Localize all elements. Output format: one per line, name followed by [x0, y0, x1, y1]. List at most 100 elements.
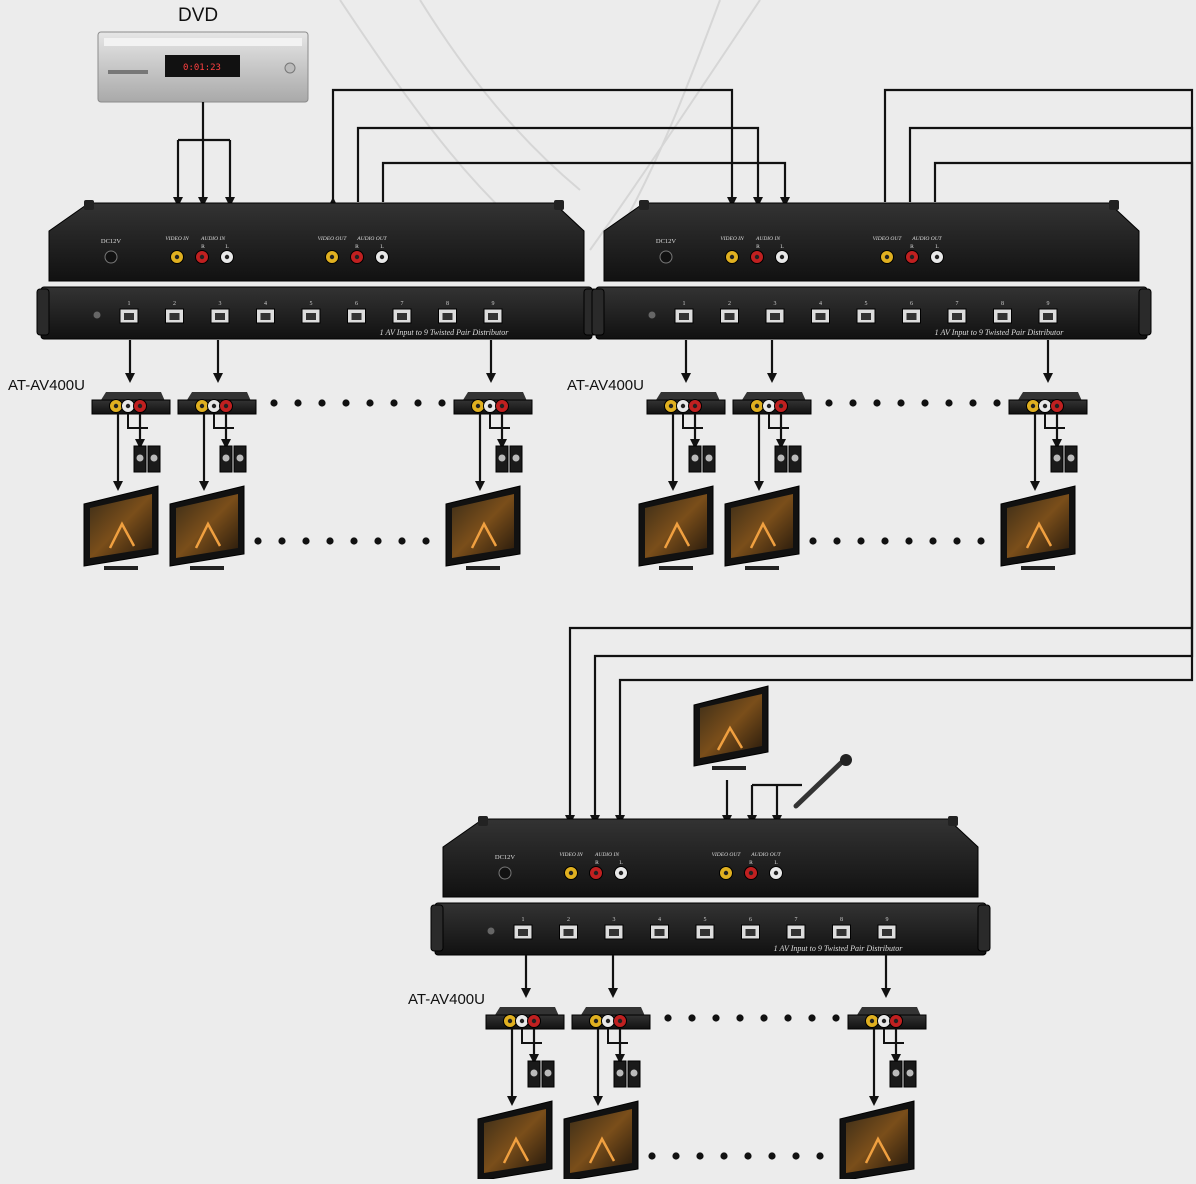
ellipsis-dot: [945, 399, 953, 407]
ellipsis-dot: [760, 1014, 768, 1022]
ellipsis-dot: [294, 399, 302, 407]
ellipsis-dot: [374, 537, 382, 545]
tv-logo: [588, 1136, 616, 1164]
ellipsis-dot: [270, 399, 278, 407]
port-number-label: 1: [683, 301, 686, 307]
power-label: DC12V: [495, 854, 516, 861]
audio-out-label: AUDIO OUT: [911, 236, 942, 242]
ellipsis-dot: [808, 1014, 816, 1022]
ellipsis-dot: [929, 537, 937, 545]
power-jack: [659, 250, 673, 264]
tv-logo: [864, 1136, 892, 1164]
port-number-label: 9: [1047, 301, 1050, 307]
tv-logo: [749, 521, 777, 549]
ellipsis-dot: [278, 537, 286, 545]
ellipsis-dot: [784, 1014, 792, 1022]
ellipsis-dot: [664, 1014, 672, 1022]
tv-logo: [194, 521, 222, 549]
ellipsis-dot: [744, 1152, 752, 1160]
receiver-group-3: [477, 955, 927, 1184]
l-label: L: [780, 244, 784, 250]
tv-stand: [466, 566, 500, 570]
video-in-label: VIDEO IN: [165, 236, 189, 242]
ellipsis-dot: [720, 1152, 728, 1160]
ellipsis-dot: [696, 1152, 704, 1160]
r-out-label: R: [749, 860, 753, 866]
ellipsis-dot: [414, 399, 422, 407]
port-number-label: 6: [910, 301, 913, 307]
microphone-head: [840, 754, 852, 766]
port-number-label: 2: [173, 301, 176, 307]
local-source: [693, 685, 852, 809]
ellipsis-dot: [881, 537, 889, 545]
ellipsis-dot: [342, 399, 350, 407]
power-led: [648, 311, 656, 319]
ellipsis-dot: [254, 537, 262, 545]
tv-logo: [502, 1136, 530, 1164]
r-label: R: [201, 244, 205, 250]
ellipsis-dot: [712, 1014, 720, 1022]
video-in-label: VIDEO IN: [720, 236, 744, 242]
port-number-label: 7: [956, 301, 959, 307]
port-number-label: 2: [567, 917, 570, 923]
ellipsis-dot: [873, 399, 881, 407]
port-number-label: 5: [704, 917, 707, 923]
rack-ear-left: [591, 288, 605, 336]
rear-panel: [48, 202, 585, 282]
port-number-label: 3: [613, 917, 616, 923]
ellipsis-dot: [326, 537, 334, 545]
ellipsis-dot: [672, 1152, 680, 1160]
audio-in-label: AUDIO IN: [594, 852, 619, 858]
tv-stand: [659, 566, 693, 570]
tv-stand: [745, 566, 779, 570]
distributor-caption: 1 AV Input to 9 Twisted Pair Distributor: [774, 944, 904, 953]
tv-logo: [108, 521, 136, 549]
connection-lines: [173, 88, 1194, 825]
receiver-group-1: [83, 340, 533, 570]
ellipsis-dot: [422, 537, 430, 545]
port-number-label: 3: [219, 301, 222, 307]
dvd-label: DVD: [178, 5, 219, 26]
l-out-label: L: [935, 244, 939, 250]
tv-logo: [663, 521, 691, 549]
r-label: R: [595, 860, 599, 866]
ellipsis-dot: [736, 1014, 744, 1022]
port-number-label: 4: [264, 301, 267, 307]
port-number-label: 6: [355, 301, 358, 307]
ellipsis-dot: [398, 537, 406, 545]
ellipsis-dot: [366, 399, 374, 407]
tv-logo: [1025, 521, 1053, 549]
ellipsis-dot: [438, 399, 446, 407]
port-number-label: 2: [728, 301, 731, 307]
power-led: [487, 927, 495, 935]
ellipsis-dot: [825, 399, 833, 407]
port-number-label: 5: [865, 301, 868, 307]
distributor-caption: 1 AV Input to 9 Twisted Pair Distributor: [935, 328, 1065, 337]
port-number-label: 1: [522, 917, 525, 923]
tv-logo: [470, 521, 498, 549]
dvd-player: 0:01:23: [97, 31, 309, 103]
video-in-label: VIDEO IN: [559, 852, 583, 858]
ellipsis-dot: [792, 1152, 800, 1160]
ellipsis-dot: [350, 537, 358, 545]
port-number-label: 6: [749, 917, 752, 923]
port-number-label: 8: [1001, 301, 1004, 307]
l-out-label: L: [380, 244, 384, 250]
audio-out-label: AUDIO OUT: [750, 852, 781, 858]
port-number-label: 9: [886, 917, 889, 923]
port-number-label: 7: [795, 917, 798, 923]
receiver-label-2: AT-AV400U: [567, 377, 644, 394]
ellipsis-dot: [832, 1014, 840, 1022]
ellipsis-dot: [809, 537, 817, 545]
rack-ear-left: [430, 904, 444, 952]
rack-ear-right: [1138, 288, 1152, 336]
l-out-label: L: [774, 860, 778, 866]
audio-in-label: AUDIO IN: [755, 236, 780, 242]
ellipsis-dot: [897, 399, 905, 407]
tv-stand: [190, 566, 224, 570]
tv-stand: [104, 566, 138, 570]
